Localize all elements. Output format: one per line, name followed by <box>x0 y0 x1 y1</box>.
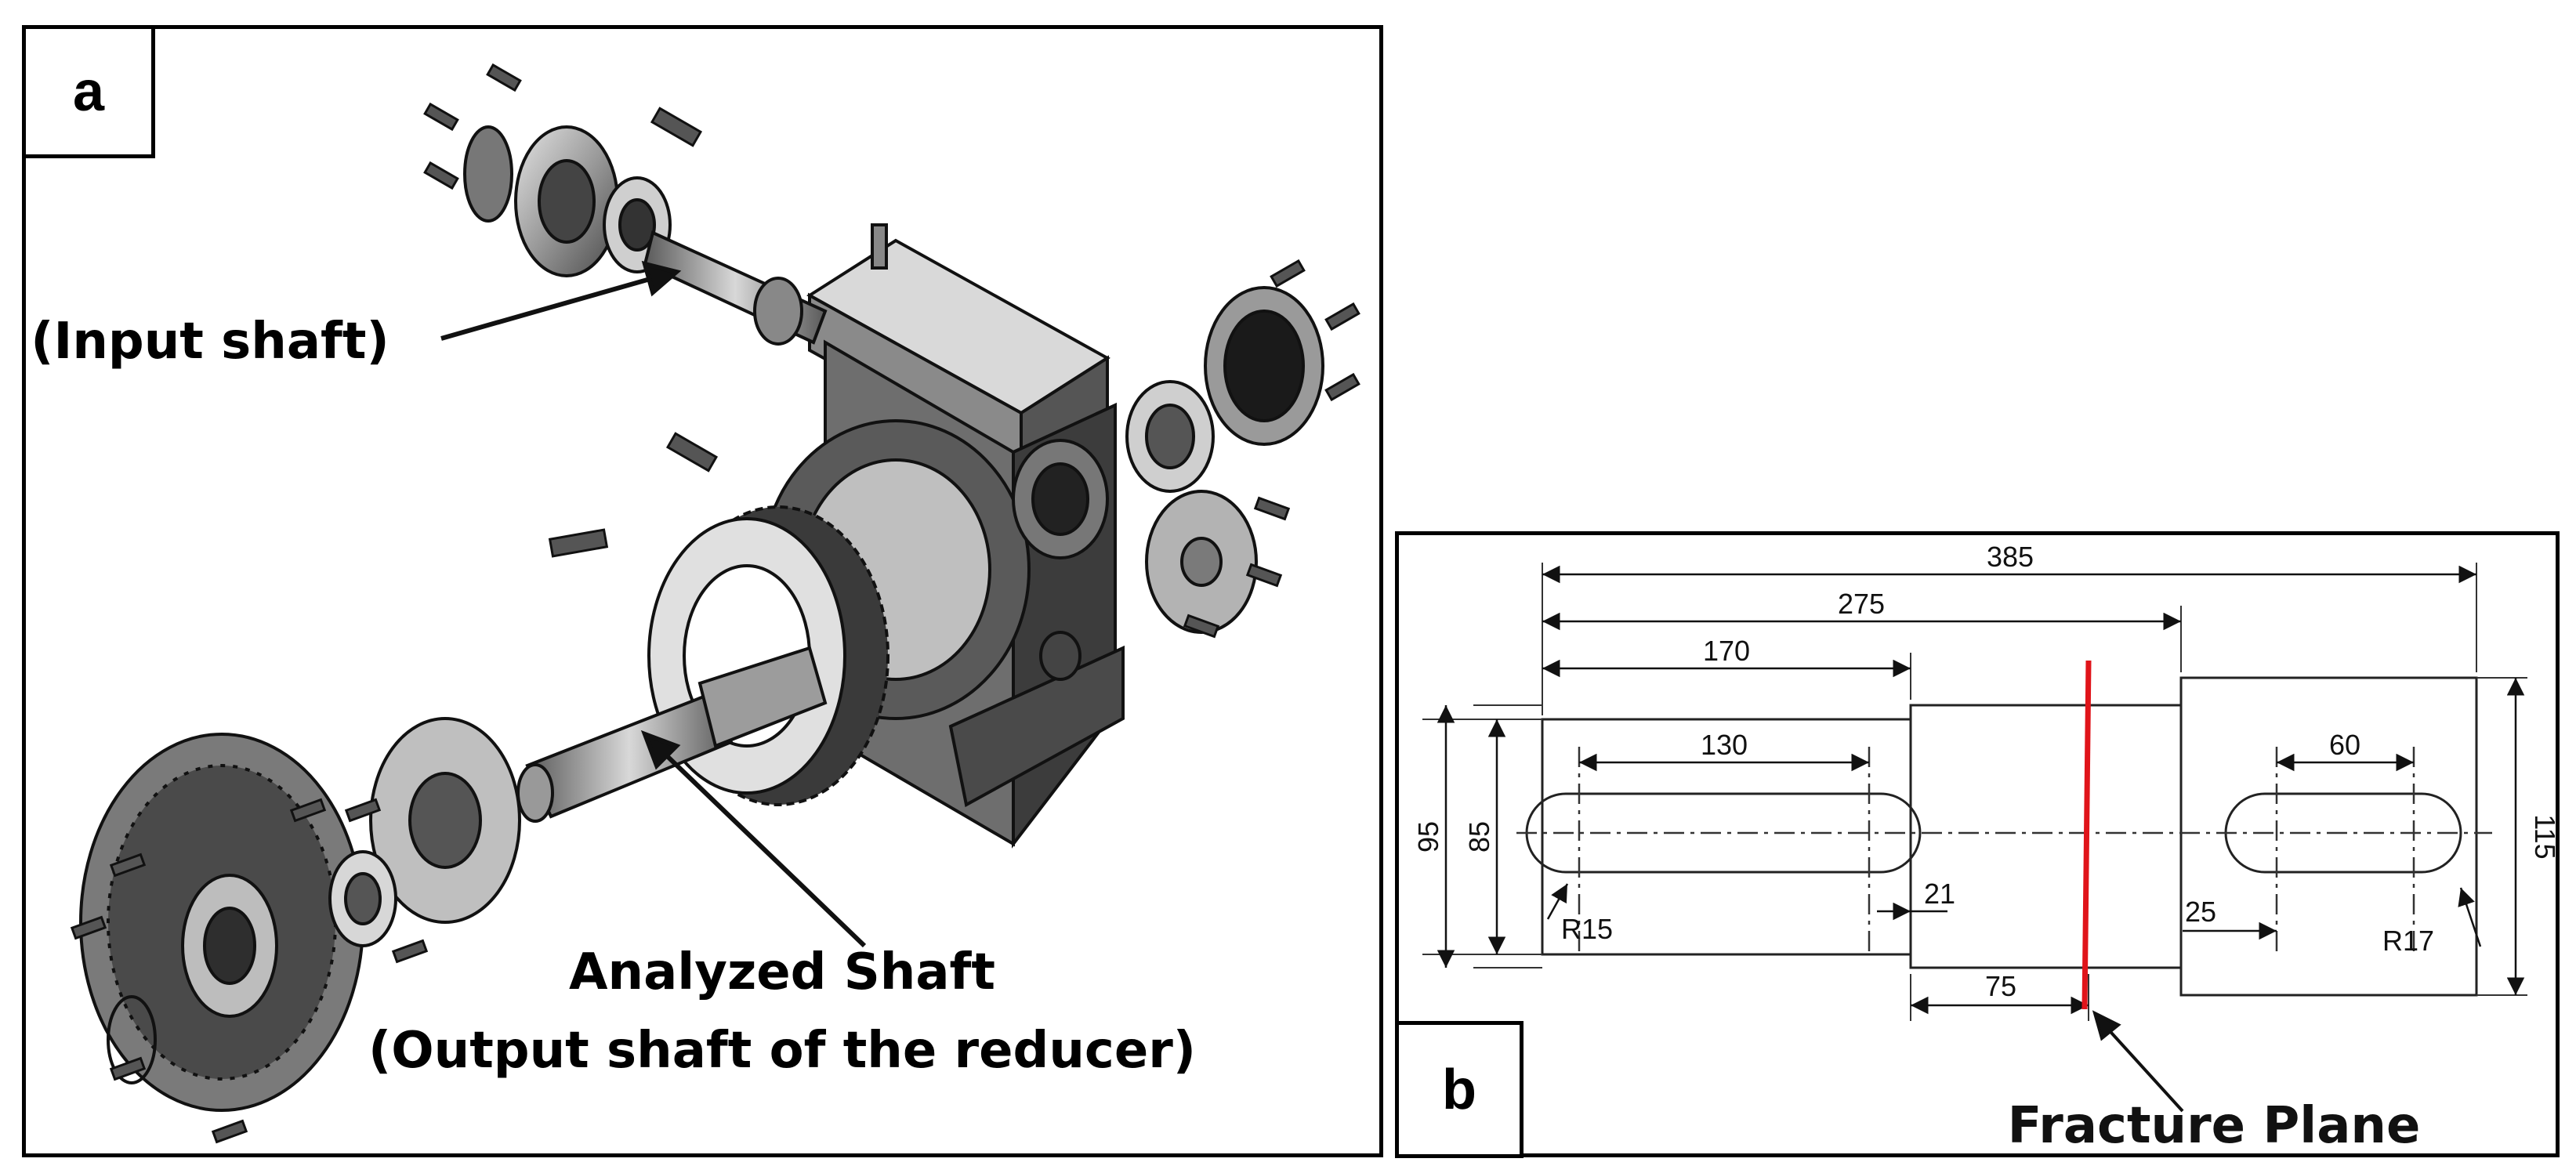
left-covers <box>79 717 521 1112</box>
dim-130-label: 130 <box>1701 729 1748 761</box>
analyzed-shaft-label: Analyzed Shaft <box>569 943 995 1001</box>
bolts-and-keys <box>70 63 1360 1144</box>
dim-25-label: 25 <box>2185 896 2216 928</box>
r17-leader <box>2458 887 2482 947</box>
fracture-arrow <box>2092 1010 2184 1113</box>
dim-115-label: 115 <box>2529 814 2556 859</box>
keyways <box>1525 792 2462 874</box>
keyway-left <box>1525 792 1922 874</box>
dim-95-label: 95 <box>1412 821 1444 853</box>
panel-b-tag: b <box>1395 1021 1523 1158</box>
input-shaft-label: (Input shaft) <box>31 313 389 371</box>
fracture-plane-label: Fracture Plane <box>2008 1097 2421 1153</box>
output-shaft-label: (Output shaft of the reducer) <box>368 1022 1196 1080</box>
dim-21-label: 21 <box>1924 878 1955 910</box>
center-lines <box>1516 747 2492 954</box>
r15-leader <box>1546 883 1569 920</box>
extension-lines <box>1422 563 2527 1021</box>
shaft-segment-middle <box>1909 704 2183 969</box>
panel-a-labels: (Input shaft) Analyzed Shaft (Output sha… <box>31 313 1196 1080</box>
callout-arrows <box>440 260 867 948</box>
r17-label: R17 <box>2382 925 2434 957</box>
right-covers <box>1125 286 1324 634</box>
dim-275-label: 275 <box>1838 588 1885 620</box>
keyway-right <box>2224 792 2462 874</box>
exploded-gearbox-illustration <box>70 63 1360 1144</box>
shaft-segment-right <box>2179 676 2478 997</box>
input-shaft-assembly <box>463 125 828 346</box>
output-shaft <box>516 646 828 823</box>
fracture-plane-line <box>2081 660 2092 1010</box>
shaft-technical-drawing: 385 275 170 130 60 21 25 75 R15 R17 95 8… <box>1412 541 2556 1153</box>
r15-label: R15 <box>1561 913 1613 945</box>
dim-170-label: 170 <box>1703 635 1750 667</box>
dim-75-label: 75 <box>1985 970 2016 1002</box>
panel-a-exploded-view: a <box>22 25 1383 1157</box>
shaft-outline <box>1541 676 2478 997</box>
dimension-lines <box>1437 565 2525 1015</box>
dim-85-label: 85 <box>1463 821 1495 853</box>
panel-b-shaft-drawing: 385 275 170 130 60 21 25 75 R15 R17 95 8… <box>1395 531 2560 1158</box>
dim-60-label: 60 <box>2329 729 2360 761</box>
dim-385-label: 385 <box>1987 541 2034 573</box>
panel-a-tag: a <box>22 25 155 158</box>
